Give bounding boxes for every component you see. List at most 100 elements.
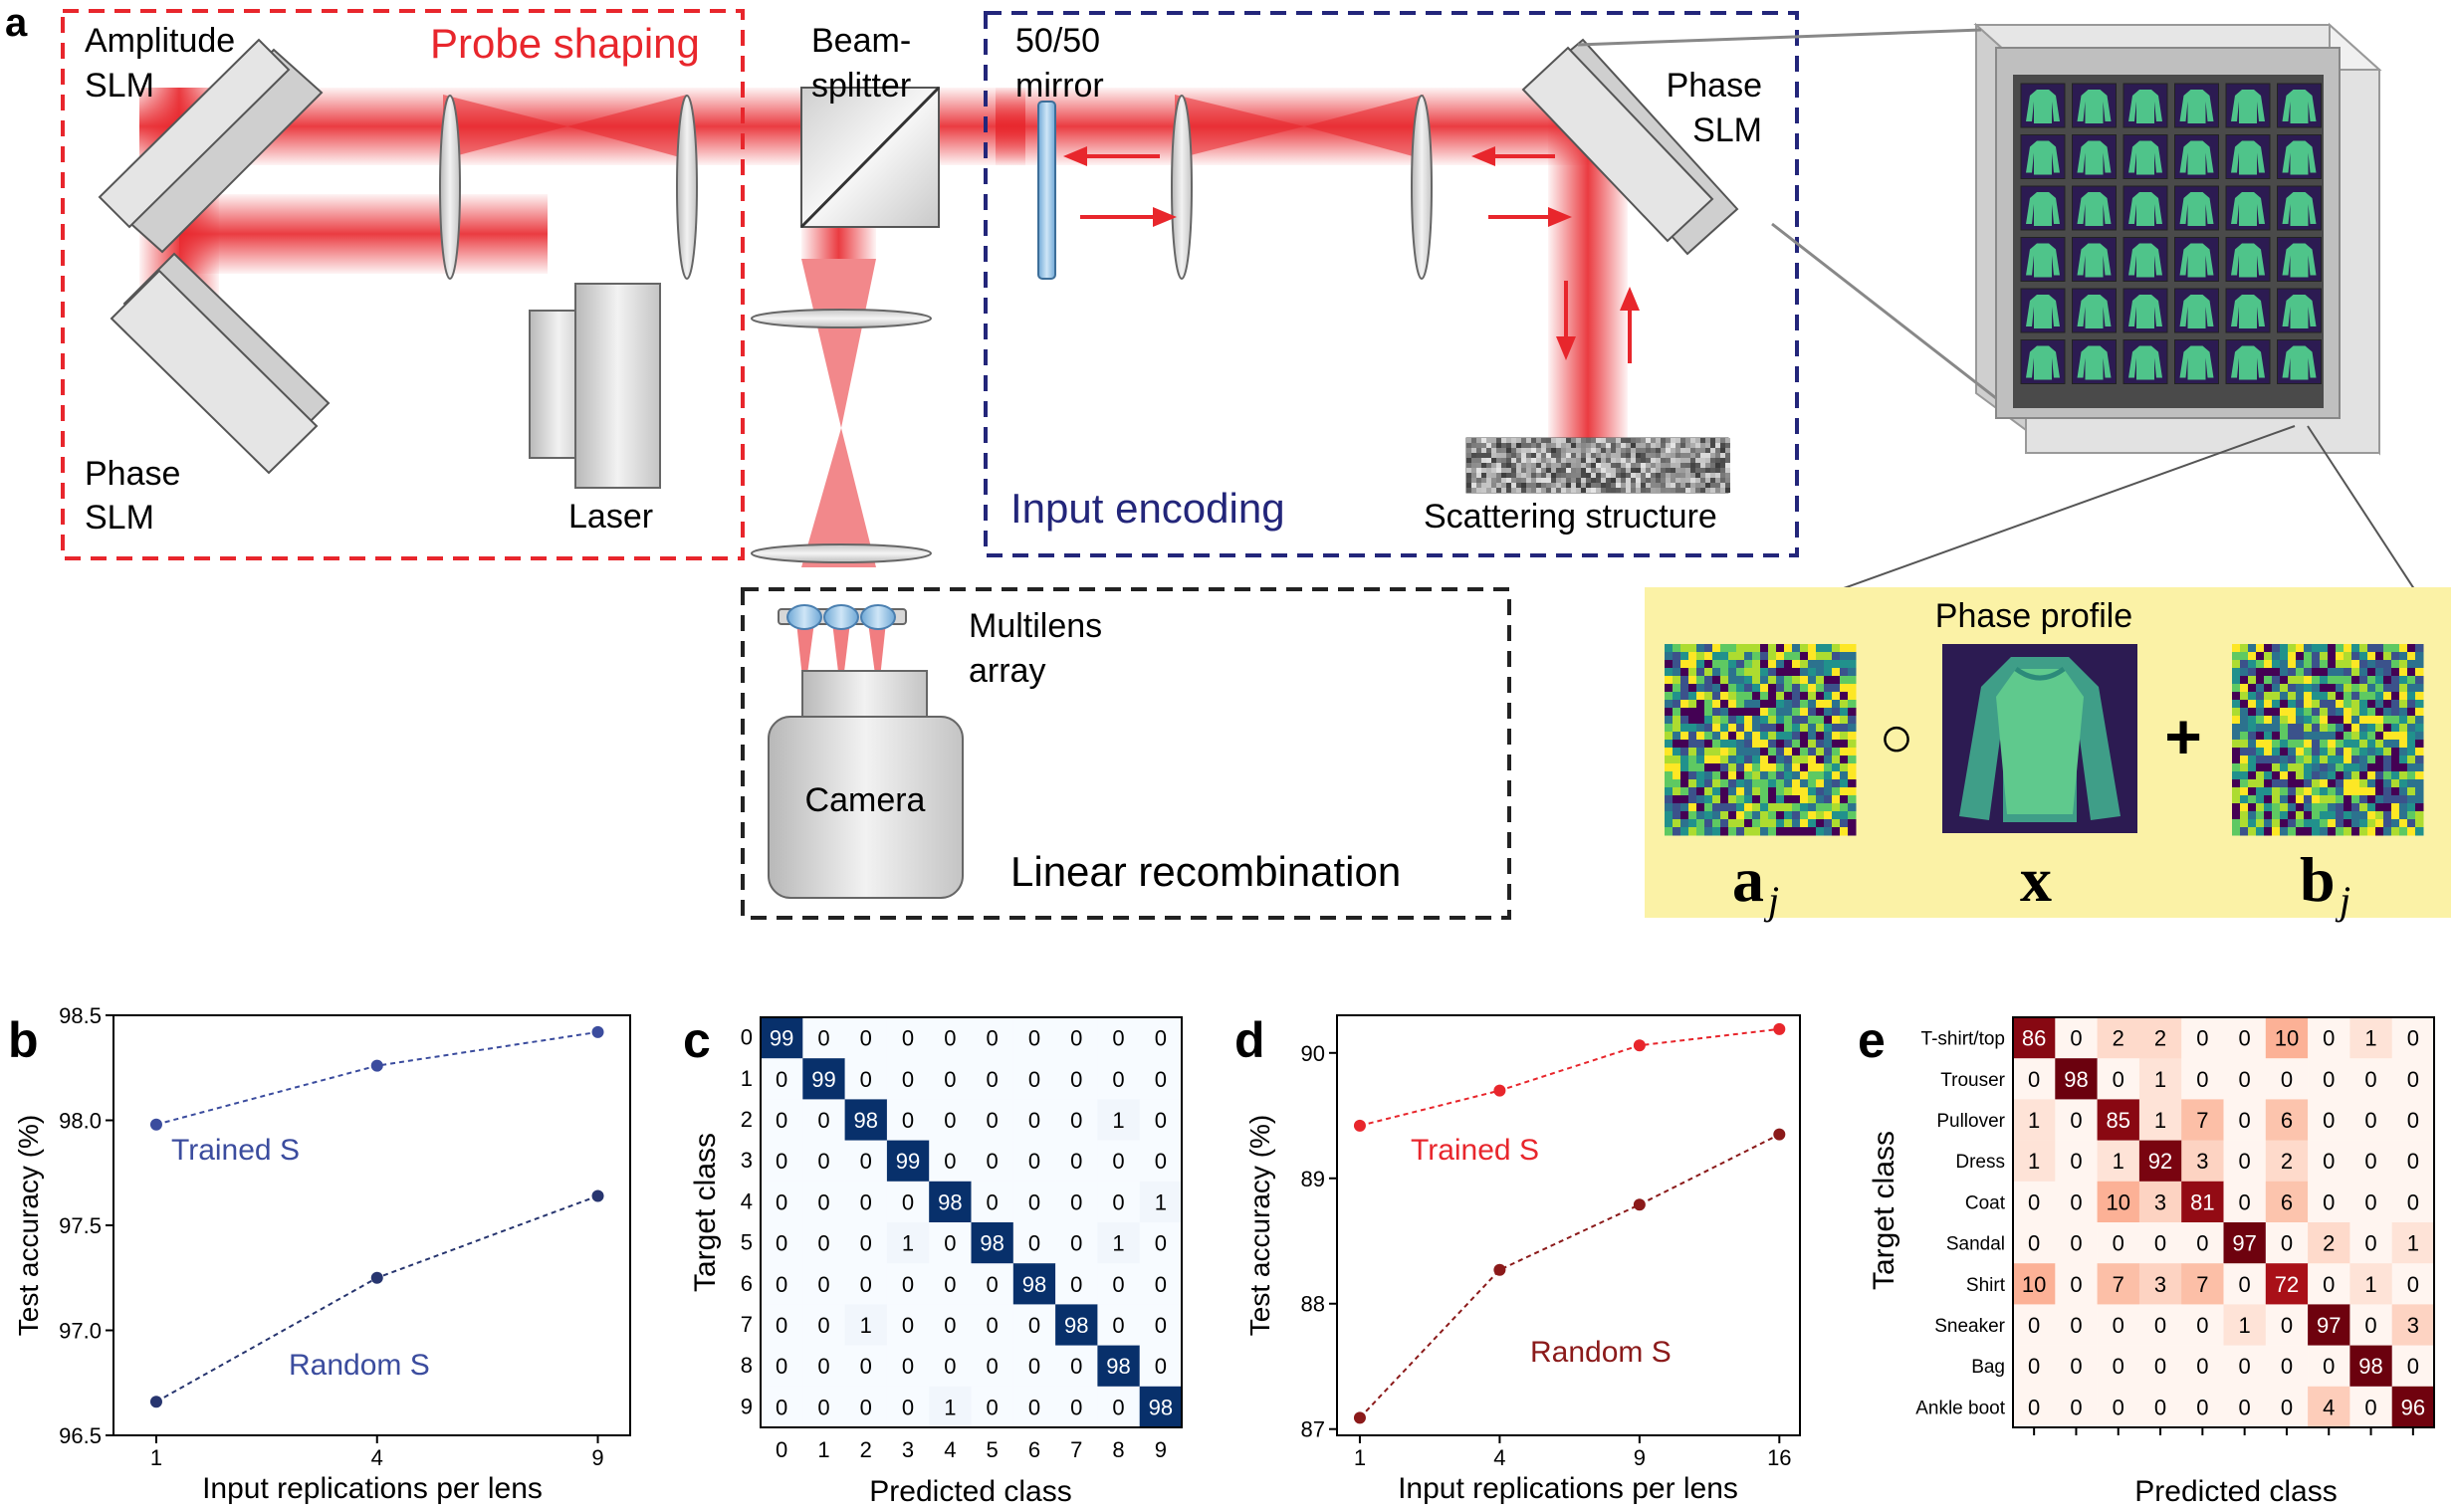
- heatmap-value: 0: [2070, 1354, 2082, 1379]
- heatmap-value: 0: [860, 1354, 872, 1379]
- heatmap-cell: [886, 1058, 930, 1100]
- heatmap-value: 1: [2028, 1108, 2040, 1133]
- heatmap-cell: [1012, 1017, 1056, 1059]
- heatmap-value: 10: [2275, 1026, 2299, 1051]
- heatmap-cell: [802, 1304, 845, 1346]
- heatmap-value: 2: [2113, 1026, 2124, 1051]
- heatmap-cell: [844, 1058, 888, 1100]
- heatmap-cell: [929, 1386, 972, 1428]
- heatmap-value: 0: [817, 1272, 829, 1297]
- heatmap-value: 0: [776, 1313, 787, 1338]
- camera-label: Camera: [805, 781, 926, 819]
- heatmap-cell: [761, 1345, 803, 1388]
- heatmap-value: 2: [2281, 1149, 2293, 1174]
- heatmap-value: 0: [1155, 1354, 1167, 1379]
- series-line-0: [1359, 1027, 1780, 1127]
- heatmap-value: 0: [902, 1272, 914, 1297]
- heatmap-cell: [929, 1099, 972, 1141]
- heatmap-cell: [886, 1386, 930, 1428]
- heatmap-cell: [802, 1222, 845, 1264]
- heatmap-value: 99: [770, 1026, 793, 1051]
- heatmap-value: 3: [2407, 1313, 2419, 1338]
- panel-a: a: [5, 1, 2451, 923]
- heatmap-value: 0: [1070, 1026, 1082, 1051]
- heatmap-value: 72: [2275, 1272, 2299, 1297]
- panel-e-label: e: [1858, 1012, 1886, 1068]
- heatmap-value: 4: [2323, 1395, 2335, 1419]
- row-label: Ankle boot: [1915, 1398, 2006, 1418]
- heatmap-cell: [2308, 1140, 2350, 1183]
- heatmap-cell: [2223, 1099, 2267, 1141]
- heatmap-value: 0: [987, 1313, 999, 1338]
- y-tick-label: 87: [1301, 1417, 1325, 1442]
- heatmap-cell: [2138, 1181, 2182, 1223]
- heatmap-value: 1: [2239, 1313, 2251, 1338]
- heatmap-cell: [1097, 1058, 1140, 1100]
- heatmap-cell: [929, 1304, 972, 1346]
- heatmap-value: 0: [2239, 1272, 2251, 1297]
- amplitude-slm: [98, 38, 324, 254]
- heatmap-cell: [886, 1222, 930, 1264]
- heatmap-value: 0: [860, 1395, 872, 1419]
- heatmap-value: 98: [854, 1108, 878, 1133]
- heatmap-cell: [1012, 1099, 1056, 1141]
- panel-c-label: c: [683, 1012, 711, 1068]
- heatmap-value: 0: [2070, 1026, 2082, 1051]
- heatmap-value: 0: [1070, 1231, 1082, 1256]
- heatmap-cell: [2138, 1058, 2182, 1100]
- heatmap-value: 0: [1028, 1395, 1040, 1419]
- heatmap-cell: [761, 1099, 803, 1141]
- heatmap-cell: [2265, 1017, 2309, 1059]
- heatmap-value: 0: [776, 1149, 787, 1174]
- heatmap-cell: [2097, 1345, 2140, 1388]
- heatmap-cell: [1097, 1222, 1140, 1264]
- y-tick-label: 98.5: [59, 1003, 102, 1028]
- heatmap-cell: [2308, 1058, 2350, 1100]
- x-tick-label: 1: [150, 1445, 162, 1470]
- heatmap-cell: [2308, 1181, 2350, 1223]
- heatmap-cell: [2265, 1099, 2309, 1141]
- heatmap-value: 1: [2154, 1108, 2166, 1133]
- heatmap-value: 0: [1155, 1026, 1167, 1051]
- heatmap-value: 98: [1149, 1395, 1173, 1419]
- heatmap-value: 0: [1070, 1395, 1082, 1419]
- heatmap-value: 0: [2070, 1272, 2082, 1297]
- y-tick-label: 88: [1301, 1292, 1325, 1317]
- heatmap-value: 0: [2028, 1313, 2040, 1338]
- heatmap-cell: [886, 1263, 930, 1305]
- beam-splitter-label: Beam- splitter: [811, 22, 911, 105]
- heatmap-cell: [1055, 1099, 1098, 1141]
- heatmap-value: 0: [2239, 1067, 2251, 1092]
- heatmap-cell: [971, 1386, 1014, 1428]
- heatmap-value: 98: [2064, 1067, 2088, 1092]
- heatmap-value: 1: [1112, 1231, 1124, 1256]
- heatmap-value: 0: [2028, 1189, 2040, 1214]
- heatmap-cell: [2181, 1099, 2224, 1141]
- heatmap-value: 1: [944, 1395, 956, 1419]
- svg-text:SLM: SLM: [85, 67, 154, 105]
- heatmap-cell: [802, 1140, 845, 1183]
- heatmap-cell: [2349, 1181, 2392, 1223]
- heatmap-cell: [2308, 1222, 2350, 1264]
- chart-d-xlabel: Input replications per lens: [1398, 1472, 1738, 1505]
- heatmap-cell: [1055, 1181, 1098, 1223]
- lens-encoding-1: [1171, 95, 1193, 280]
- heatmap-value: 0: [2113, 1354, 2124, 1379]
- heatmap-cell: [971, 1345, 1014, 1388]
- heatmap-cell: [2013, 1058, 2056, 1100]
- heatmap-cell: [929, 1181, 972, 1223]
- row-label: 9: [741, 1394, 753, 1418]
- heatmap-value: 0: [2113, 1313, 2124, 1338]
- heatmap-value: 0: [1028, 1231, 1040, 1256]
- y-tick-label: 89: [1301, 1167, 1325, 1191]
- heatmap-value: 1: [2364, 1272, 2376, 1297]
- svg-text:Phase: Phase: [1667, 67, 1762, 105]
- heatmap-cell: [1139, 1140, 1183, 1183]
- scattering-noise: [1466, 438, 1730, 493]
- heatmap-cell: [2265, 1304, 2309, 1346]
- heatmap-cell: [2265, 1181, 2309, 1223]
- chart-c-xlabel: Predicted class: [869, 1475, 1071, 1508]
- heatmap-cell: [2391, 1058, 2435, 1100]
- heatmap-cell: [2349, 1099, 2392, 1141]
